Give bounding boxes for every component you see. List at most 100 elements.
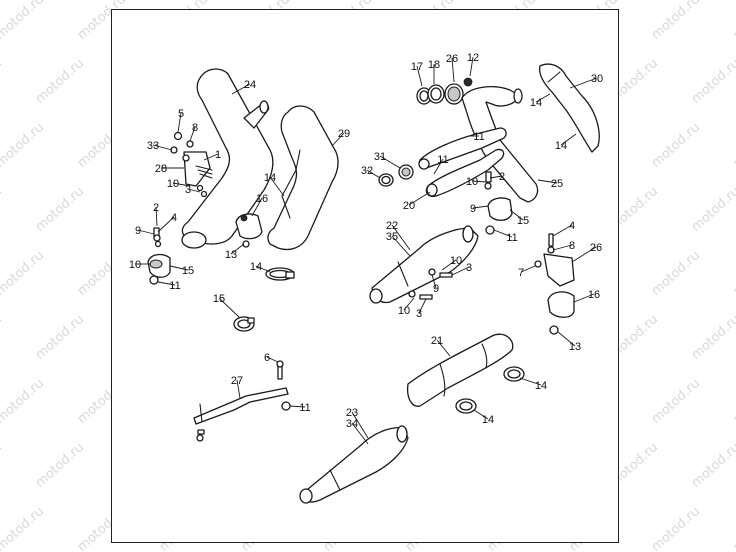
callout-label-34: 34 bbox=[346, 418, 358, 430]
shield-band-clamps bbox=[455, 366, 525, 414]
rear-header-pipe bbox=[267, 105, 339, 251]
callout-leader-10 bbox=[172, 182, 191, 187]
left-bracket-clamp bbox=[235, 213, 263, 248]
callout-leader-11 bbox=[433, 158, 444, 175]
callout-leader-16 bbox=[251, 197, 263, 217]
callout-label-8: 8 bbox=[569, 240, 575, 252]
callout-label-11: 11 bbox=[473, 131, 484, 143]
callout-label-15: 15 bbox=[213, 293, 225, 305]
callout-leader-33 bbox=[152, 144, 173, 151]
lower-support-bracket bbox=[193, 360, 291, 442]
callout-leader-14 bbox=[560, 133, 577, 146]
callout-label-25: 25 bbox=[551, 178, 563, 190]
callout-label-16: 16 bbox=[256, 193, 268, 205]
callout-label-15: 15 bbox=[182, 265, 194, 277]
callout-leader-2 bbox=[155, 206, 158, 227]
callout-label-14: 14 bbox=[250, 261, 262, 273]
left-stud-hardware bbox=[153, 227, 162, 248]
callout-leader-13 bbox=[557, 331, 576, 347]
callout-label-24: 24 bbox=[244, 79, 256, 91]
callout-label-2: 2 bbox=[499, 171, 505, 183]
callout-label-21: 21 bbox=[431, 335, 443, 347]
left-band-clamps bbox=[233, 267, 295, 332]
callout-leader-9 bbox=[431, 274, 437, 289]
callout-leader-3 bbox=[418, 298, 427, 314]
callout-leader-25 bbox=[537, 179, 558, 184]
callout-label-20: 20 bbox=[403, 200, 415, 212]
callout-leader-6 bbox=[266, 356, 279, 363]
callout-label-2: 2 bbox=[153, 202, 159, 214]
callout-label-8: 8 bbox=[192, 122, 198, 134]
callout-label-11: 11 bbox=[299, 402, 310, 414]
rear-header-pipe-right bbox=[461, 86, 539, 203]
callout-label-32: 32 bbox=[361, 165, 373, 177]
callout-leader-3 bbox=[451, 266, 470, 276]
callout-leader-5 bbox=[177, 112, 182, 133]
right-bracket-clamp bbox=[547, 291, 575, 335]
callout-label-4: 4 bbox=[171, 212, 177, 224]
muffler-heat-shield bbox=[406, 333, 514, 407]
callout-label-29: 29 bbox=[338, 128, 350, 140]
callout-leader-3 bbox=[187, 188, 201, 193]
callout-leader-26 bbox=[571, 246, 597, 263]
left-flange-clamp bbox=[147, 253, 171, 285]
callout-leader-30 bbox=[569, 77, 598, 89]
callout-label-14: 14 bbox=[555, 140, 567, 152]
exhaust-port-gaskets bbox=[416, 77, 473, 105]
callout-leader-35 bbox=[391, 235, 411, 257]
callout-label-22: 22 bbox=[386, 220, 398, 232]
callout-label-9: 9 bbox=[135, 225, 141, 237]
callout-leader-14 bbox=[519, 377, 542, 386]
callout-leader-10 bbox=[403, 297, 415, 311]
callout-label-17: 17 bbox=[411, 61, 423, 73]
front-muffler bbox=[369, 225, 479, 304]
callout-leader-32 bbox=[366, 169, 381, 179]
callout-label-13: 13 bbox=[225, 249, 237, 261]
callout-label-4: 4 bbox=[569, 220, 575, 232]
crossover-pipes bbox=[418, 127, 507, 198]
callout-label-14: 14 bbox=[482, 414, 494, 426]
callout-label-9: 9 bbox=[433, 283, 439, 295]
callout-leader-11 bbox=[493, 229, 513, 238]
callout-leader-14 bbox=[269, 176, 285, 197]
callout-leader-16 bbox=[573, 293, 595, 303]
header-heat-shield bbox=[538, 63, 600, 153]
callout-leader-10 bbox=[471, 180, 487, 183]
callout-leader-9 bbox=[472, 205, 489, 209]
callout-label-1: 1 bbox=[215, 149, 221, 161]
callout-label-3: 3 bbox=[185, 184, 191, 196]
callout-label-16: 16 bbox=[588, 289, 600, 301]
callout-leader-15 bbox=[509, 209, 524, 221]
left-mounting-bracket bbox=[170, 131, 213, 198]
callout-label-18: 18 bbox=[428, 59, 440, 71]
callout-leader-8 bbox=[189, 126, 196, 142]
callout-label-26: 26 bbox=[590, 242, 602, 254]
callout-leader-4 bbox=[552, 224, 573, 237]
callout-leader-15 bbox=[218, 297, 241, 319]
callout-label-6: 6 bbox=[264, 352, 270, 364]
callout-leader-27 bbox=[236, 379, 241, 399]
callout-leader-9 bbox=[137, 229, 155, 235]
right-stud-hardware bbox=[484, 171, 513, 235]
callout-leader-10 bbox=[441, 259, 457, 271]
callout-leader-29 bbox=[331, 132, 345, 147]
callout-label-11: 11 bbox=[437, 154, 448, 166]
callout-label-3: 3 bbox=[466, 262, 472, 274]
callout-label-9: 9 bbox=[470, 203, 476, 215]
callout-leader-23 bbox=[351, 411, 369, 439]
callout-label-31: 31 bbox=[374, 151, 386, 163]
callout-leader-31 bbox=[379, 155, 401, 169]
callout-label-15: 15 bbox=[517, 215, 529, 227]
callout-label-13: 13 bbox=[569, 341, 581, 353]
callout-leader-21 bbox=[436, 339, 451, 357]
callout-leaders bbox=[135, 56, 598, 445]
callout-leader-7 bbox=[520, 265, 536, 273]
callout-leader-24 bbox=[231, 83, 251, 95]
front-header-pipe bbox=[181, 68, 274, 249]
callout-leader-1 bbox=[203, 153, 219, 161]
right-mounting-bracket bbox=[534, 233, 575, 287]
callout-label-5: 5 bbox=[178, 108, 184, 120]
callout-leader-11 bbox=[157, 281, 176, 286]
